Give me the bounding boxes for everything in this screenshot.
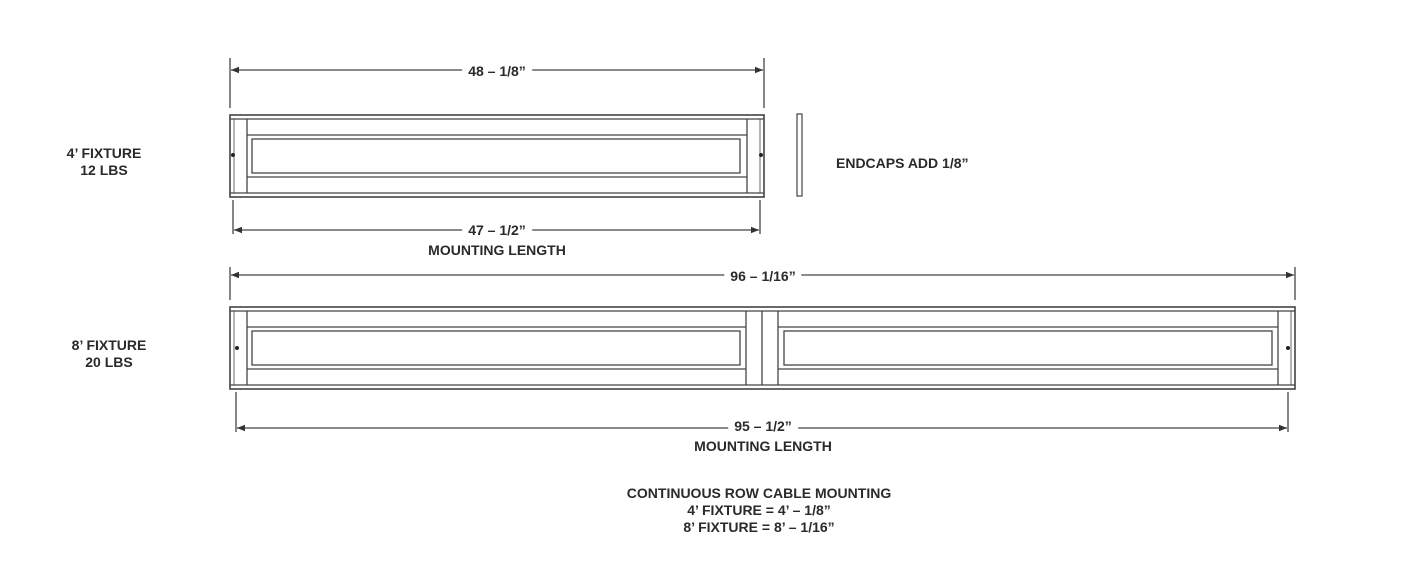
dim-4ft-mount-text: 47 – 1/2” bbox=[462, 222, 532, 238]
dim-8ft-mount-text: 95 – 1/2” bbox=[728, 418, 798, 434]
endcap-drawing bbox=[796, 113, 803, 197]
continuous-row-title: CONTINUOUS ROW CABLE MOUNTING bbox=[626, 485, 892, 501]
fixture-4ft-label: 4’ FIXTURE 12 LBS bbox=[67, 145, 142, 179]
dim-4ft-overall-text: 48 – 1/8” bbox=[462, 63, 532, 79]
fixture-4ft-hole-right bbox=[759, 153, 763, 157]
dim-8ft-overall-text: 96 – 1/16” bbox=[724, 268, 802, 284]
fixture-8ft-weight: 20 LBS bbox=[85, 354, 133, 370]
fixture-8ft-hole-right bbox=[1286, 346, 1290, 350]
fixture-8ft-label: 8’ FIXTURE 20 LBS bbox=[72, 337, 147, 371]
continuous-row-note: CONTINUOUS ROW CABLE MOUNTING 4’ FIXTURE… bbox=[627, 485, 891, 536]
continuous-row-4ft: 4’ FIXTURE = 4’ – 1/8” bbox=[687, 502, 831, 518]
fixture-4ft-weight: 12 LBS bbox=[80, 162, 128, 178]
fixture-4ft-body bbox=[229, 114, 765, 198]
fixture-8ft-hole-left bbox=[235, 346, 239, 350]
endcap-note: ENDCAPS ADD 1/8” bbox=[836, 155, 969, 171]
continuous-row-8ft: 8’ FIXTURE = 8’ – 1/16” bbox=[683, 519, 835, 535]
fixture-8ft-body bbox=[229, 306, 1296, 390]
fixture-4ft-hole-left bbox=[231, 153, 235, 157]
dim-4ft-mount-label: MOUNTING LENGTH bbox=[428, 242, 566, 258]
fixture-4ft-name: 4’ FIXTURE bbox=[66, 145, 142, 161]
fixture-8ft-name: 8’ FIXTURE bbox=[71, 337, 147, 353]
dim-8ft-mount-label: MOUNTING LENGTH bbox=[694, 438, 832, 454]
